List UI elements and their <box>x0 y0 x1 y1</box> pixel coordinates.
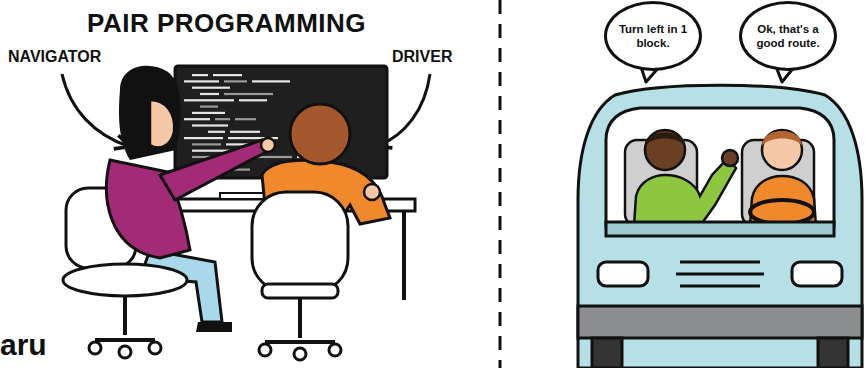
code-line <box>200 93 219 95</box>
code-line <box>239 99 267 101</box>
code-line <box>192 143 221 145</box>
speech-bubble: Turn left in 1 block. <box>604 1 702 71</box>
code-line <box>230 131 260 133</box>
code-line <box>208 131 225 133</box>
code-line <box>184 137 223 139</box>
code-line <box>192 112 225 114</box>
role-label: DRIVER <box>392 48 452 66</box>
divider-line <box>499 0 502 368</box>
cropped-text: aru <box>0 328 47 362</box>
diagram-title: PAIR PROGRAMMING <box>87 8 366 39</box>
role-label: NAVIGATOR <box>8 48 101 66</box>
code-line <box>192 74 208 76</box>
bubble-text: Turn left in 1 block. <box>618 22 688 51</box>
code-line <box>252 80 290 82</box>
code-line <box>213 74 242 76</box>
bubble-text: Ok, that's a good route. <box>753 22 823 51</box>
navigator-person <box>63 66 275 358</box>
code-line <box>215 118 230 120</box>
code-line <box>224 80 247 82</box>
code-line <box>184 80 219 82</box>
code-line <box>184 99 234 101</box>
code-line <box>200 106 218 108</box>
car <box>578 85 862 368</box>
speech-bubble: Ok, that's a good route. <box>739 1 837 71</box>
code-line <box>235 118 256 120</box>
code-line <box>184 118 210 120</box>
pointer-arrow <box>62 74 128 146</box>
code-line <box>224 93 273 95</box>
code-line <box>192 124 228 126</box>
driver-person <box>252 104 390 360</box>
code-line <box>192 87 230 89</box>
